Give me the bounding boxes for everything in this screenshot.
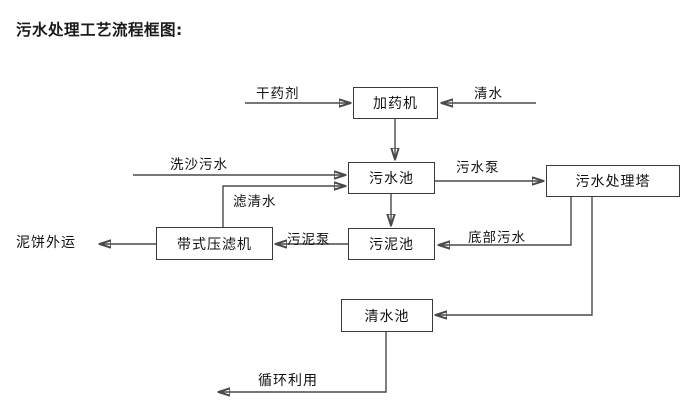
edge-label-recycle-reuse: 循环利用: [258, 373, 318, 389]
wire-clean-water-to-recycle: [219, 332, 387, 392]
node-sewage-pool[interactable]: 污水池: [348, 162, 435, 194]
edge-label-bottom-sewage: 底部污水: [468, 230, 526, 246]
wire-filtered-water-to-pool: [222, 186, 345, 227]
edge-label-clean-water-in: 清水: [474, 86, 503, 102]
edge-label-sand-washing-sewage: 洗沙污水: [170, 157, 228, 173]
edge-label-filtered-clear-water: 滤清水: [233, 194, 277, 210]
edge-label-sludge-pump: 污泥泵: [287, 232, 331, 248]
page-title: 污水处理工艺流程框图:: [16, 21, 183, 39]
node-sewage-treatment-tower[interactable]: 污水处理塔: [546, 165, 680, 197]
edge-label-mud-cake-output: 泥饼外运: [16, 235, 76, 251]
node-sludge-pool[interactable]: 污泥池: [348, 228, 435, 260]
wire-bottom-sewage-to-sludge-pool: [439, 196, 572, 245]
edge-label-sewage-pump: 污水泵: [456, 160, 500, 176]
node-belt-filter-press[interactable]: 带式压滤机: [156, 227, 273, 260]
node-dosing-machine[interactable]: 加药机: [353, 87, 438, 119]
edge-label-dry-agent: 干药剂: [256, 86, 300, 102]
node-clean-water-pool[interactable]: 清水池: [341, 299, 433, 332]
wire-tower-to-clean-water-pool: [436, 196, 593, 315]
